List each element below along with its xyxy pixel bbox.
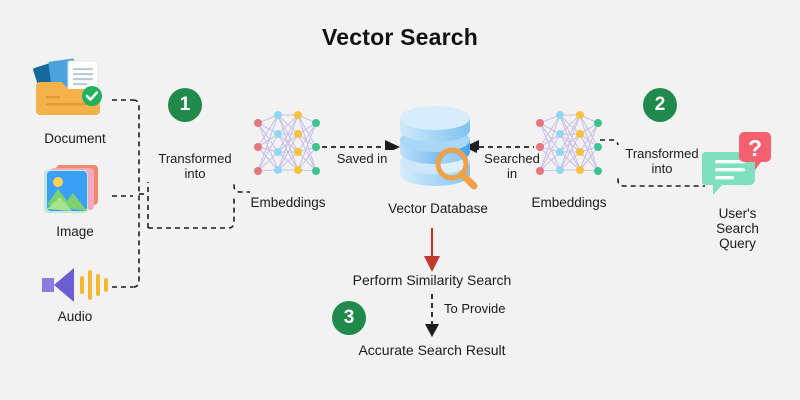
vector-database-icon [390, 102, 485, 194]
saved-in-label: Saved in [325, 150, 399, 167]
searched-in-line2: in [506, 166, 518, 181]
searched-in-line1: Searched [484, 151, 540, 166]
audio-label: Audio [57, 309, 93, 324]
step-badge-1: 1 [168, 88, 202, 122]
searched-in-arrowhead [464, 140, 479, 154]
to-provide-label: To Provide [440, 300, 526, 317]
user-query-line2: Search [716, 221, 759, 236]
connector-left-bus [132, 99, 140, 288]
to-provide-arrowhead [425, 324, 439, 337]
user-query-line1: User's [718, 206, 757, 221]
transformed-into-left-label: Transformed into [146, 150, 244, 182]
transformed-into-left-box-bottom [148, 198, 235, 229]
transformed-into-right-line2: into [651, 161, 673, 176]
image-icon [38, 163, 112, 219]
user-query-line3: Query [719, 236, 756, 251]
embeddings-right-icon [534, 107, 604, 187]
image-label: Image [56, 224, 94, 239]
embeddings-right-label: Embeddings [531, 195, 607, 210]
user-query-label: User's Search Query [690, 206, 785, 251]
user-query-icon: ? [701, 130, 774, 198]
similarity-search-label: Perform Similarity Search [352, 272, 512, 288]
embeddings-left-label: Embeddings [250, 195, 326, 210]
document-label: Document [44, 131, 106, 146]
audio-icon [38, 262, 116, 308]
database-to-similarity-arrowhead [424, 256, 440, 272]
document-icon [30, 58, 122, 118]
transformed-into-right-label: Transformed into [613, 145, 711, 177]
step-badge-3: 3 [332, 301, 366, 335]
embeddings-left-icon [252, 107, 322, 187]
page-title: Vector Search [321, 24, 479, 50]
transformed-into-left-line2: into [184, 166, 206, 181]
searched-in-label: Searched in [477, 150, 547, 182]
svg-text:?: ? [748, 135, 762, 161]
vector-database-label: Vector Database [388, 201, 488, 216]
step-badge-2: 2 [643, 88, 677, 122]
transformed-into-left-line1: Transformed [158, 151, 232, 166]
transformed-into-right-line1: Transformed [625, 146, 699, 161]
accurate-result-label: Accurate Search Result [358, 342, 506, 358]
